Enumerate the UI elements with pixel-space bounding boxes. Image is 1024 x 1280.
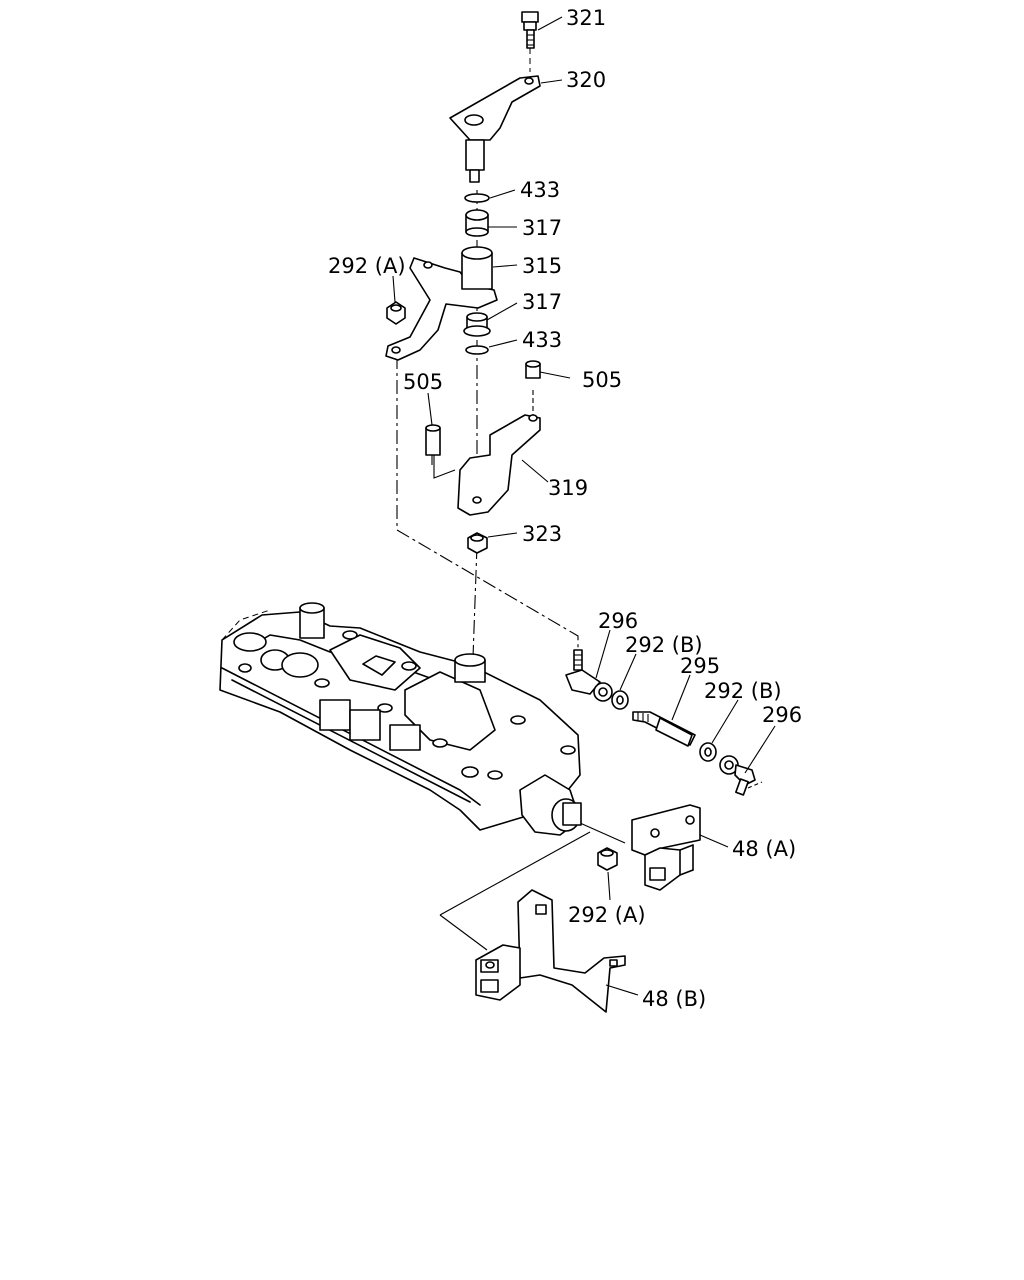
label-292a-top: 292 (A) (328, 254, 406, 278)
o-ring-433-mid-icon (465, 345, 489, 355)
label-320: 320 (566, 68, 606, 92)
part-labels: 321 320 433 317 315 292 (A) 317 433 505 … (328, 6, 802, 1011)
label-48a: 48 (A) (732, 837, 796, 861)
bolt-321-icon (521, 11, 539, 72)
label-295: 295 (680, 654, 720, 678)
label-292b-left: 292 (B) (625, 633, 703, 657)
label-296-left: 296 (598, 609, 638, 633)
label-319: 319 (548, 476, 588, 500)
rod-295-icon (632, 711, 696, 747)
label-296-right: 296 (762, 703, 802, 727)
label-505-right: 505 (582, 368, 622, 392)
spacer-505-right-icon (525, 360, 541, 379)
arm-315-icon (385, 246, 498, 361)
nut-292b-right-icon (699, 742, 717, 762)
bushing-317-mid-icon (463, 312, 491, 337)
nut-292a-bottom-icon (597, 847, 618, 871)
label-321: 321 (566, 6, 606, 30)
ball-joint-296-right-icon (719, 755, 756, 796)
label-433-top: 433 (520, 178, 560, 202)
nut-292a-top-icon (386, 301, 406, 325)
label-292a-bottom: 292 (A) (568, 903, 646, 927)
bushing-317-top-icon (465, 209, 489, 237)
label-317-mid: 317 (522, 290, 562, 314)
transmission-housing-icon (219, 602, 582, 836)
ball-joint-296-left-icon (565, 649, 613, 702)
label-505-left: 505 (403, 370, 443, 394)
label-315: 315 (522, 254, 562, 278)
bracket-319-icon (457, 414, 541, 516)
nut-292b-left-icon (611, 690, 629, 710)
label-433-mid: 433 (522, 328, 562, 352)
label-323: 323 (522, 522, 562, 546)
label-317-top: 317 (522, 216, 562, 240)
label-292b-right: 292 (B) (704, 679, 782, 703)
bracket-48a-icon (631, 804, 701, 891)
leader-lines (392, 16, 776, 996)
nut-323-icon (467, 532, 488, 554)
spacer-505-left-icon (425, 424, 441, 456)
bracket-48b-icon (475, 889, 626, 1013)
label-48b: 48 (B) (642, 987, 706, 1011)
o-ring-433-top-icon (464, 193, 490, 203)
lever-320-icon (449, 75, 541, 183)
